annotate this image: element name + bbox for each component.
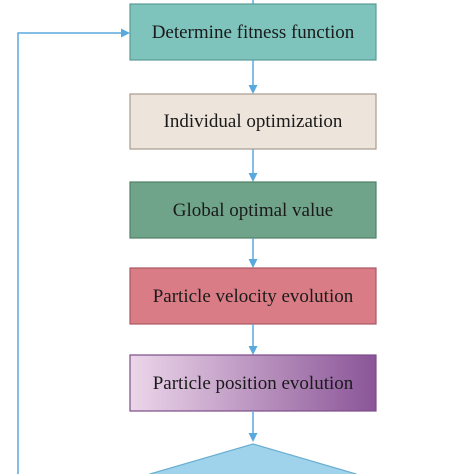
arrowhead-3-4 — [248, 259, 258, 268]
step-label: Individual optimization — [164, 111, 343, 132]
step-label: Particle velocity evolution — [153, 286, 354, 307]
step-box — [129, 267, 377, 325]
step-particle-position-evolution: Particle position evolution — [129, 354, 377, 412]
step-label: Particle position evolution — [153, 373, 354, 394]
arrowhead-4-5 — [248, 346, 258, 355]
step-particle-velocity-evolution: Particle velocity evolution — [129, 267, 377, 325]
step-label: Determine fitness function — [152, 22, 355, 43]
step-label: Global optimal value — [173, 200, 333, 221]
arrowhead-2-3 — [248, 173, 258, 182]
decision-diamond — [149, 443, 357, 474]
step-box — [129, 181, 377, 239]
feedback-loop-line — [17, 32, 122, 474]
arrowhead-1-2 — [248, 85, 258, 94]
step-box — [129, 93, 377, 150]
feedback-loop-arrowhead — [121, 28, 130, 38]
step-individual-optimization: Individual optimization — [129, 93, 377, 150]
step-determine-fitness-function: Determine fitness function — [129, 3, 377, 61]
arrowhead-5-decision — [248, 433, 258, 442]
step-box — [129, 354, 377, 412]
step-global-optimal-value: Global optimal value — [129, 181, 377, 239]
